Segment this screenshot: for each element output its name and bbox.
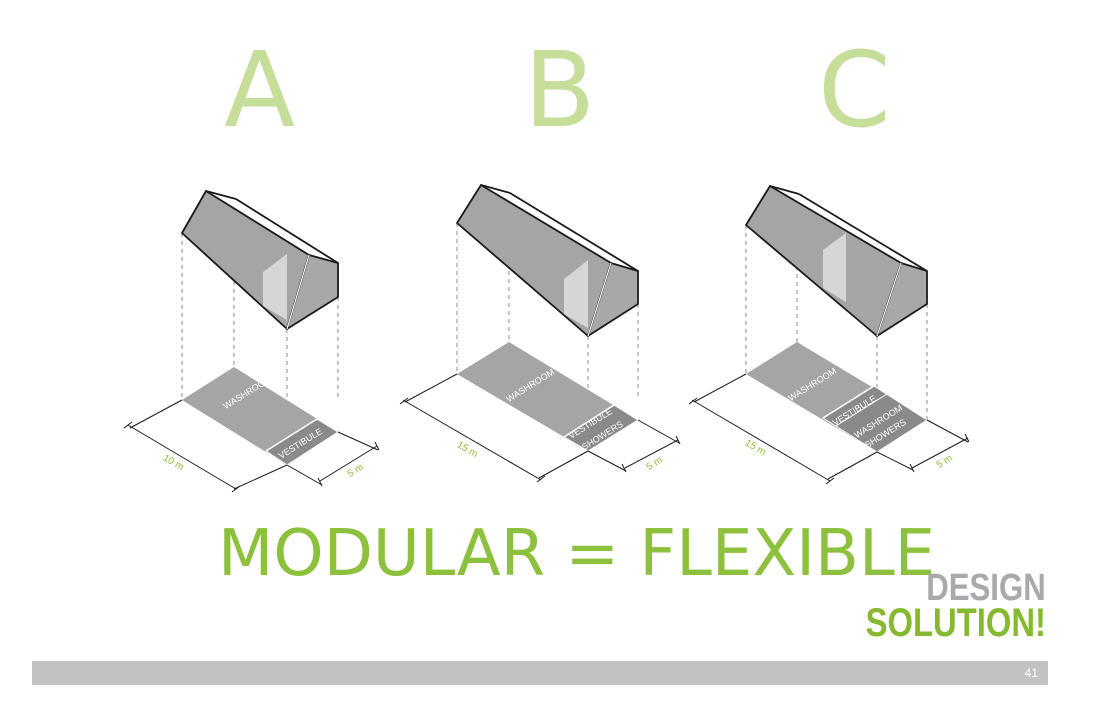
dim-width-c: 5 m xyxy=(935,453,955,471)
option-c-label: C xyxy=(818,29,891,151)
tagline-design: DESIGN xyxy=(926,567,1046,609)
dimension-lines-c xyxy=(688,373,970,485)
vestibule-band-a xyxy=(263,254,287,320)
dim-width-b: 5 m xyxy=(645,455,665,473)
module-c: WASHROOM VESTIBULE WASHROOM SHOWERS 15 m… xyxy=(688,185,970,485)
dim-length-a: 10 m xyxy=(161,453,186,474)
option-a-label: A xyxy=(224,29,295,151)
dim-width-a: 5 m xyxy=(346,462,366,480)
headline: MODULAR = FLEXIBLE xyxy=(218,517,936,591)
page-number: 41 xyxy=(1024,666,1038,680)
dimension-lines-a xyxy=(123,399,380,493)
footer-bar: 41 xyxy=(32,661,1048,685)
module-a: WASHROOM VESTIBULE 10 m 5 m xyxy=(123,190,380,493)
dimension-lines-b xyxy=(399,373,681,483)
tagline-solution: SOLUTION! xyxy=(865,601,1046,645)
vestibule-band-c xyxy=(823,233,846,302)
option-b-label: B xyxy=(524,29,595,151)
module-b: WASHROOM VESTIBULE SHOWERS 15 m 5 m xyxy=(399,184,681,483)
roof-side-a xyxy=(181,190,310,330)
vestibule-band-b xyxy=(564,260,588,328)
dim-length-c: 15 m xyxy=(743,438,768,459)
